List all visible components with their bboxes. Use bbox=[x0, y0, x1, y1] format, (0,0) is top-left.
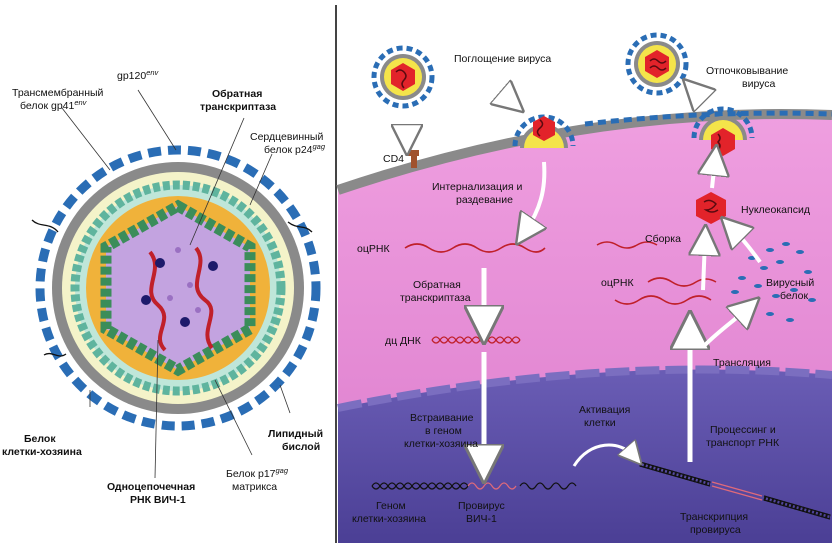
cell bbox=[336, 108, 832, 543]
assembly-label: Сборка bbox=[645, 233, 681, 245]
cd4-receptor bbox=[411, 152, 417, 168]
assembly-arrow-1 bbox=[703, 240, 705, 291]
internalization-arrow bbox=[525, 161, 544, 232]
cell-membrane bbox=[336, 108, 832, 195]
reverse-transcriptase-dot bbox=[180, 317, 190, 327]
nucleocapsid-label: Нуклеокапсид bbox=[741, 204, 810, 216]
assembly-arrow-2 bbox=[732, 228, 762, 264]
viral-rna-strand-1 bbox=[148, 250, 167, 352]
ssrna-right-label: оцРНК bbox=[601, 277, 634, 289]
reverse-transcriptase-dot bbox=[141, 295, 151, 305]
reverse-transcriptase-dot bbox=[155, 258, 165, 268]
process-arrows bbox=[407, 82, 760, 466]
nucleocapsid-rna bbox=[703, 199, 719, 213]
viral-rna-strand-2 bbox=[194, 246, 214, 350]
ssrna-right-strand-3 bbox=[614, 295, 712, 305]
ssrna-left-strand bbox=[404, 243, 546, 253]
protein-dot bbox=[167, 295, 173, 301]
nuclear-membrane bbox=[337, 365, 832, 412]
translation-label: Трансляция bbox=[713, 357, 771, 369]
budding-arrow bbox=[694, 90, 712, 108]
virion bbox=[31, 145, 321, 431]
docking-virion bbox=[512, 114, 576, 148]
ssrna-right-strand-1 bbox=[596, 241, 658, 249]
protein-dot bbox=[195, 307, 201, 313]
ssrna-right-strand-2 bbox=[647, 277, 717, 287]
gp120-label: gp120env bbox=[117, 68, 160, 82]
protein-dot bbox=[187, 282, 193, 288]
host-protein bbox=[287, 221, 313, 233]
left-pointer-lines bbox=[61, 89, 291, 479]
uptake-arrow bbox=[442, 82, 512, 102]
nucleus bbox=[338, 369, 832, 543]
nucleocapsid-up-arrow bbox=[712, 160, 715, 189]
protein-dot bbox=[175, 247, 181, 253]
activation-arrow bbox=[572, 445, 634, 467]
budded-virion bbox=[625, 32, 689, 96]
free-virion bbox=[371, 45, 435, 109]
host-protein bbox=[31, 219, 59, 233]
dsdna-label: дц ДНК bbox=[385, 335, 422, 347]
virion-outer-spike-ring bbox=[35, 145, 321, 431]
cd4-label: CD4 bbox=[383, 153, 404, 165]
host-protein bbox=[43, 352, 67, 357]
reverse-transcriptase-dot bbox=[208, 261, 218, 271]
translation-arrow bbox=[703, 308, 748, 347]
ssrna-left-label: оцРНК bbox=[357, 243, 390, 255]
transcribed-genome-helix bbox=[639, 461, 831, 520]
cd4-receptor-head bbox=[407, 150, 419, 156]
capsid-hexagon bbox=[100, 199, 256, 377]
uptake-label: Поглощение вируса bbox=[454, 53, 551, 65]
host-genome-helix bbox=[371, 482, 577, 490]
